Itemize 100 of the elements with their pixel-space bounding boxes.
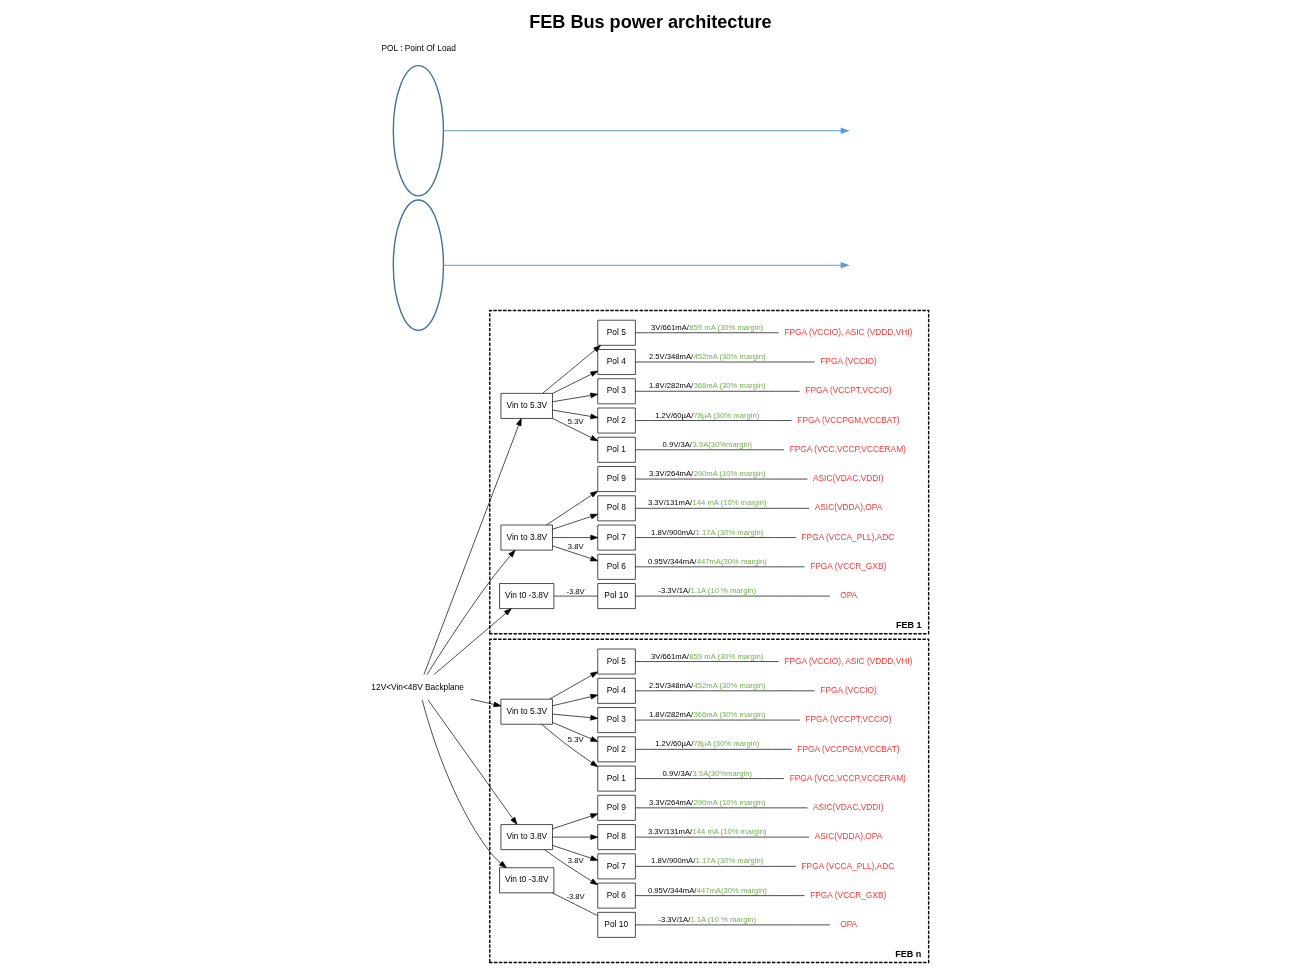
arrow [551,409,598,420]
node-text: FPGA (VCCPGM,VCCBAT) [796,414,900,425]
edge-label: 5.3V [567,735,584,745]
arrow [433,608,512,675]
node-text: OPA [839,590,857,601]
node-text: FPGA (VCCR_GXB) [809,560,886,571]
connector [634,507,809,509]
arrow [442,127,850,134]
connector [634,719,800,721]
edge-label: 3.3V/131mA/144 mA (10% margin) [647,827,767,837]
edge-label: 3V/661mA/859 mA (30% margin) [650,322,763,332]
node-box: Pol 7 [596,524,636,551]
edge-label: 0.95V/344mA/447mA(30% margin) [647,885,767,895]
node-text: FPGA (VCCPT,VCCIO) [804,385,892,396]
node-ellipse [392,199,444,332]
node-box: Vin t0 -3.8V [498,583,554,609]
arrow [551,813,598,830]
connector [634,661,779,662]
node-box: Pol 2 [596,736,636,763]
node-box: Vin to 5.3V [500,393,553,419]
node-box: Pol 2 [596,407,636,434]
edge-label: 1.8V/282mA/366mA (30% margin) [648,381,765,391]
connector [634,332,779,334]
node-box: Pol 10 [596,583,636,609]
arrow [470,698,501,708]
edge-label: 3.3V/264mA/290mA (10% margin) [648,469,765,479]
connector [634,836,809,838]
edge-label: -3.8V [565,586,585,596]
node-text: FPGA (VCCR_GXB) [809,889,886,900]
arrow [551,845,598,861]
node-box: Pol 8 [596,824,636,850]
node-text: ASIC(VDDA),OPA [814,502,882,513]
node-text: ASIC(VDAC,VDDI) [812,802,883,813]
edge-label: 3V/661mA/859 mA (30% margin) [650,651,763,661]
arrow [551,834,598,840]
node-text: OPA [839,919,857,930]
edge-label: 1.2V/60µA/78µA (30% margin) [654,410,759,420]
arrow [551,713,598,721]
edge-label: 0.9V/3A/3.9A(30%margin) [662,439,752,449]
node-text: FPGA (VCCPGM,VCCBAT) [796,743,900,754]
arrow [421,699,507,868]
node-box: Pol 7 [596,853,636,880]
node-text: FPGA (VCCA_PLL),ADC [801,860,894,871]
connector [634,361,815,363]
node-ellipse [392,64,444,197]
connector [634,537,796,538]
node-text: ASIC(VDDA),OPA [814,831,882,842]
arrow [551,694,598,707]
node-text: 12V<Vin<48V Backplane [370,681,464,692]
node-text: FPGA (VCCIO) [819,684,877,695]
edge-label: 0.95V/344mA/447mA(30% margin) [647,556,767,566]
node-text: FPGA (VCCIO), ASIC (VDDD,VHI) [783,326,912,337]
connector [634,807,808,809]
node-box: Vin to 5.3V [500,698,553,725]
edge-label: 1.8V/282mA/366mA (30% margin) [648,710,765,720]
arrow [541,345,601,394]
arrow [551,722,598,742]
node-text: FPGA (VCCA_PLL),ADC [801,531,894,542]
edge-label: 1.8V/900mA/1.17A (30% margin) [650,527,763,537]
node-box: Pol 6 [596,882,636,909]
arrow [551,392,598,403]
arrow [540,724,598,767]
arrow [551,418,598,442]
edge-label: 2.5V/348mA/452mA (30% margin) [648,680,765,690]
edge-label: 3.3V/264mA/290mA (10% margin) [648,797,765,807]
edge-label: 1.8V/900mA/1.17A (30% margin) [650,856,763,866]
edge-label: -3.8V [565,891,585,901]
edge-label: 3.3V/131mA/144 mA (10% margin) [647,498,767,508]
arrow [427,699,517,825]
node-text: FPGA (VCCIO), ASIC (VDDD,VHI) [783,655,912,666]
arrow [442,262,850,269]
label: POL : Point Of Load [380,43,456,54]
edge-label: 3.8V [567,541,584,551]
edge-label: -3.3V/1A/1.1A (10 % margin) [657,914,756,924]
arrow [543,849,598,886]
edge-label: 1.2V/60µA/78µA (30% margin) [654,739,759,749]
connector [634,478,808,480]
node-text: FPGA (VCCPT,VCCIO) [804,714,892,725]
arrow [551,513,598,530]
node-text: FPGA (VCC,VCCP,VCCERAM) [789,443,906,454]
node-box: Pol 9 [596,466,636,492]
connector [634,566,805,568]
connector [634,690,815,692]
node-box: Vin to 3.8V [500,824,553,850]
connector [634,866,796,867]
edge-label: 3.8V [567,855,584,865]
node-box: Pol 1 [596,436,636,463]
edge-label: 2.5V/348mA/452mA (30% margin) [648,352,765,362]
connector [551,892,598,917]
node-box: Pol 10 [596,912,636,938]
arrow [551,545,598,562]
arrow [551,370,598,394]
connector [634,895,805,896]
node-box: Pol 1 [596,765,636,792]
arrow [551,534,598,541]
edge-label: -3.3V/1A/1.1A (10 % margin) [657,586,756,596]
node-box: Pol 3 [596,378,636,405]
node-box: Pol 4 [596,677,636,704]
node-box: Vin to 3.8V [500,524,553,551]
node-box: Pol 5 [596,319,636,346]
